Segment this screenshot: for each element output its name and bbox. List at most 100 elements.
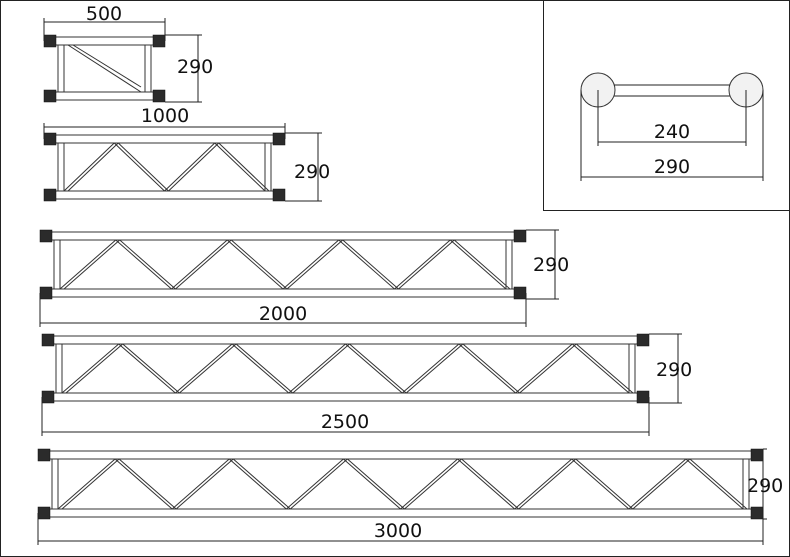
truss-3000-diagonal-0 <box>57 458 116 510</box>
truss-500-diagonal-0 <box>67 44 142 93</box>
truss-2500-diagonal-18 <box>571 343 630 394</box>
truss-3000-end-post-right <box>742 458 750 510</box>
truss-3000-diagonal-2 <box>114 458 173 510</box>
truss-3000-connector-0 <box>37 448 51 462</box>
truss-1000-diagonal-5 <box>168 142 220 192</box>
truss-2500-diagonal-13 <box>405 343 464 394</box>
truss-500-length-label: 500 <box>86 3 122 25</box>
truss-2500-diagonal-6 <box>231 343 290 394</box>
truss-3000-diagonal-20 <box>628 458 687 510</box>
truss-500-end-post-left <box>57 44 65 93</box>
truss-2500-diagonal-16 <box>515 343 573 394</box>
truss-1000-end-post-left <box>57 142 65 192</box>
truss-2500-end-post-left <box>55 343 63 394</box>
truss-2500-length-label: 2500 <box>321 411 369 433</box>
truss-2500-diagonal-4 <box>175 343 233 394</box>
truss-2000-top-chord <box>45 231 521 241</box>
truss-1000-diagonal-1 <box>67 142 119 192</box>
truss-2000-length-label: 2000 <box>259 303 307 325</box>
truss-500-connector-2 <box>152 34 166 48</box>
truss-2500-top-chord <box>47 335 644 345</box>
truss-2500-end-post-right <box>628 343 636 394</box>
truss-2500-diagonal-12 <box>401 343 460 394</box>
truss-500-diagonal-1 <box>72 44 142 88</box>
section-dim-outer-label: 290 <box>654 156 690 178</box>
truss-1000-diagonal-0 <box>63 142 115 192</box>
truss-2500-height-label: 290 <box>656 359 692 381</box>
truss-3000-length-label: 3000 <box>374 520 422 542</box>
truss-1000-connector-2 <box>272 132 286 146</box>
truss-3000-diagonal-21 <box>632 458 691 510</box>
truss-2000-diagonal-0 <box>59 239 117 290</box>
truss-2000-bottom-chord <box>45 288 521 298</box>
truss-2000-diagonal-14 <box>449 239 507 290</box>
truss-2500-diagonal-3 <box>122 343 180 394</box>
truss-2000-diagonal-9 <box>286 239 344 290</box>
truss-3000-diagonal-16 <box>514 458 573 510</box>
truss-2500-diagonal-2 <box>118 343 176 394</box>
truss-2000-connector-0 <box>39 229 53 243</box>
truss-3000-diagonal-1 <box>61 458 120 510</box>
truss-3000-diagonal-4 <box>171 458 230 510</box>
truss-500-end-post-right <box>144 44 152 93</box>
truss-2500-diagonal-14 <box>458 343 516 394</box>
truss-3000-connector-2 <box>750 448 764 462</box>
truss-2500-diagonal-10 <box>345 343 403 394</box>
truss-2000-diagonal-7 <box>230 239 288 290</box>
truss-3000-diagonal-14 <box>457 458 515 510</box>
truss-3000-end-post-left <box>51 458 59 510</box>
truss-3000-diagonal-11 <box>347 458 405 510</box>
truss-1000-diagonal-7 <box>218 142 270 192</box>
truss-2500-diagonal-17 <box>519 343 577 394</box>
truss-3000-diagonal-18 <box>571 458 630 510</box>
truss-2500-diagonal-8 <box>288 343 346 394</box>
truss-1000-connector-0 <box>43 132 57 146</box>
truss-2500-diagonal-0 <box>61 343 120 394</box>
truss-2000-diagonal-3 <box>119 239 176 290</box>
section-view: 240 290 <box>543 0 790 211</box>
truss-2000-connector-1 <box>39 286 53 300</box>
truss-3000-diagonal-6 <box>228 458 287 510</box>
truss-3000-diagonal-12 <box>400 458 458 510</box>
truss-3000-diagonal-23 <box>689 458 748 510</box>
truss-2500-diagonal-5 <box>179 343 237 394</box>
truss-3000-diagonal-17 <box>518 458 577 510</box>
truss-500-bottom-chord <box>49 91 160 101</box>
truss-2500-connector-0 <box>41 333 55 347</box>
truss-3000-top-chord <box>43 450 758 460</box>
truss-2000-diagonal-5 <box>175 239 232 290</box>
truss-3000-diagonal-13 <box>404 458 462 510</box>
truss-3000-diagonal-3 <box>118 458 177 510</box>
truss-3000-diagonal-9 <box>290 458 348 510</box>
truss-2000-diagonal-11 <box>342 239 399 290</box>
truss-500-connector-0 <box>43 34 57 48</box>
truss-1000-diagonal-3 <box>117 142 169 192</box>
truss-1000-diagonal-6 <box>214 142 266 192</box>
truss-2000-diagonal-2 <box>115 239 172 290</box>
truss-2500-connector-1 <box>41 390 55 404</box>
truss-2500-bottom-chord <box>47 392 644 402</box>
truss-3000-diagonal-8 <box>286 458 344 510</box>
truss-500-height-label: 290 <box>177 56 213 78</box>
truss-3000-diagonal-7 <box>232 458 291 510</box>
truss-2500-connector-2 <box>636 333 650 347</box>
truss-500-connector-3 <box>152 89 166 103</box>
truss-3000-bottom-chord <box>43 508 758 518</box>
truss-1000-diagonal-4 <box>164 142 216 192</box>
truss-1000-diagonal-2 <box>113 142 165 192</box>
truss-3000-connector-1 <box>37 506 51 520</box>
truss-1000-connector-3 <box>272 188 286 202</box>
truss-2500-diagonal-7 <box>235 343 294 394</box>
truss-1000-top-chord <box>49 134 280 144</box>
truss-2500-diagonal-1 <box>65 343 124 394</box>
truss-2000-connector-3 <box>513 286 527 300</box>
truss-2500-diagonal-11 <box>349 343 407 394</box>
truss-2000-diagonal-10 <box>338 239 395 290</box>
truss-3000-connector-3 <box>750 506 764 520</box>
truss-3000-diagonal-22 <box>685 458 744 510</box>
truss-1000-connector-1 <box>43 188 57 202</box>
truss-2000-end-post-right <box>505 239 513 290</box>
truss-2500-diagonal-19 <box>575 343 634 394</box>
